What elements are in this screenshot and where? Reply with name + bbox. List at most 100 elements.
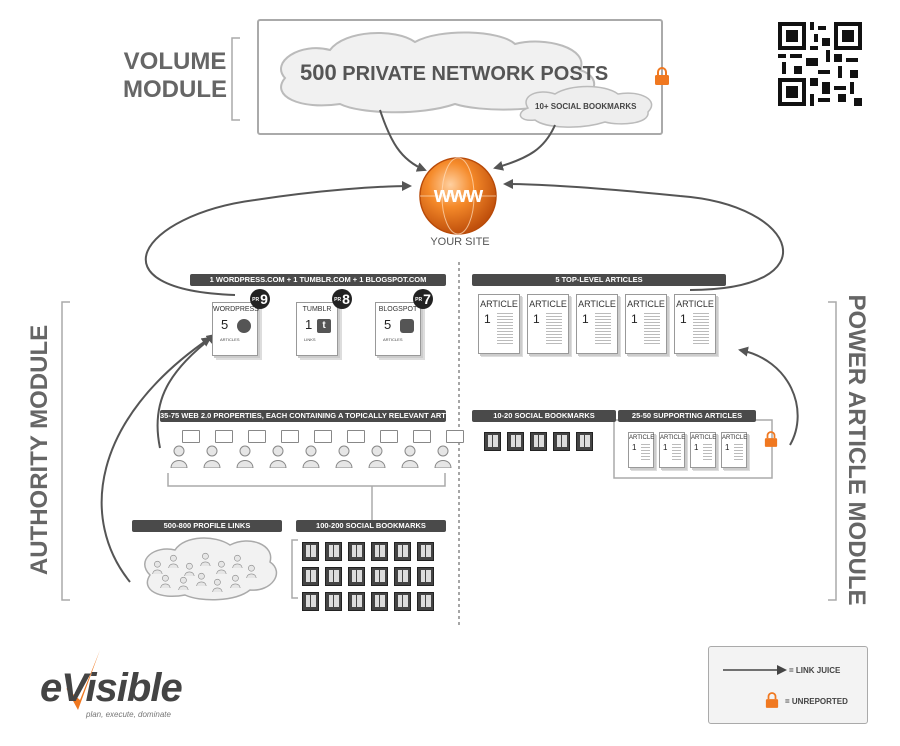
lock-icon — [765, 692, 779, 708]
person-icon — [212, 578, 223, 593]
bookmark-icon — [417, 567, 434, 586]
legend-box: = LINK JUICE = UNREPORTED — [708, 646, 868, 724]
article-number: 1 — [484, 312, 491, 326]
article-icon: ARTICLE 1 — [478, 294, 520, 354]
power-article-module-title: POWER ARTICLE MODULE — [843, 294, 870, 606]
private-network-cloud — [280, 31, 596, 114]
article-number: 1 — [631, 312, 638, 326]
bookmark-icon — [325, 542, 342, 561]
person-icon — [368, 444, 386, 469]
article-icon: ARTICLE 1 — [721, 432, 747, 468]
article-number: 1 — [632, 443, 637, 452]
person-icon — [246, 564, 257, 579]
authority-module-title: AUTHORITY MODULE — [26, 324, 53, 576]
profile-links-cloud — [144, 537, 278, 601]
volume-bookmarks-label: 10+ SOCIAL BOOKMARKS — [535, 102, 637, 111]
bookmark-icon — [507, 432, 524, 451]
speech-bubble-icon — [182, 430, 200, 443]
speech-bubble-icon — [380, 430, 398, 443]
speech-bubble-icon — [215, 430, 233, 443]
property-count: 1 — [305, 317, 313, 332]
bookmark-icon — [576, 432, 593, 451]
article-icon: ARTICLE 1 — [674, 294, 716, 354]
person-icon — [269, 444, 287, 469]
volume-title-line2: MODULE — [123, 76, 227, 103]
bookmark-icon — [371, 542, 388, 561]
article-title: ARTICLE — [529, 299, 567, 309]
profile-people — [150, 552, 270, 593]
article-icon: ARTICLE 1 — [628, 432, 654, 468]
person-icon — [170, 444, 188, 469]
authority-bookmarks-grid — [302, 542, 442, 611]
article-title: ARTICLE — [627, 299, 665, 309]
wordpress-property: WORDPRESS 5 ARTICLES — [212, 302, 259, 356]
your-site-label: YOUR SITE — [430, 236, 490, 248]
web20-users — [170, 430, 464, 470]
pagerank-badge: PR7 — [413, 289, 433, 309]
article-icon: ARTICLE 1 — [625, 294, 667, 354]
property-name: TUMBLR — [302, 306, 332, 313]
bookmark-icon — [394, 567, 411, 586]
bookmark-icon — [325, 592, 342, 611]
property-name: BLOGSPOT — [378, 306, 418, 313]
bookmark-icon — [348, 592, 365, 611]
property-count: 5 — [384, 317, 392, 332]
article-title: ARTICLE — [691, 435, 717, 441]
article-title: ARTICLE — [676, 299, 714, 309]
person-icon — [216, 560, 227, 575]
web20-bar: 35-75 WEB 2.0 PROPERTIES, EACH CONTAININ… — [160, 410, 446, 422]
person-icon — [302, 444, 320, 469]
bookmark-icon — [302, 592, 319, 611]
power-bookmarks-row — [484, 432, 604, 452]
power-bookmarks-bar: 10-20 SOCIAL BOOKMARKS — [472, 410, 616, 422]
speech-bubble-icon — [281, 430, 299, 443]
article-number: 1 — [680, 312, 687, 326]
person-icon — [236, 444, 254, 469]
speech-bubble-icon — [446, 430, 464, 443]
bookmark-icon — [302, 567, 319, 586]
bookmark-icon — [394, 592, 411, 611]
article-title: ARTICLE — [480, 299, 518, 309]
article-title: ARTICLE — [629, 435, 655, 441]
article-title: ARTICLE — [660, 435, 686, 441]
authority-to-site-arrow — [144, 181, 412, 296]
volume-title-line1: VOLUME — [123, 48, 227, 75]
person-icon — [434, 444, 452, 469]
person-icon — [232, 554, 243, 569]
person-icon — [196, 572, 207, 587]
supporting-to-articles-arrow — [738, 346, 799, 446]
volume-module-title: VOLUME MODULE — [120, 48, 230, 104]
property-count-label: LINKS — [304, 337, 316, 342]
private-posts-label: 500 PRIVATE NETWORK POSTS — [300, 60, 608, 86]
blogspot-icon — [400, 319, 414, 333]
bookmark-icon — [348, 567, 365, 586]
person-icon — [335, 444, 353, 469]
article-number: 1 — [663, 443, 668, 452]
article-title: ARTICLE — [722, 435, 748, 441]
lock-icon — [764, 431, 778, 447]
article-icon: ARTICLE 1 — [659, 432, 685, 468]
brand-tagline: plan, execute, dominate — [86, 710, 171, 719]
bookmark-icon — [484, 432, 501, 451]
property-name: WORDPRESS — [213, 306, 259, 313]
profiles-to-properties-arrow — [100, 336, 212, 583]
posts-text: PRIVATE NETWORK POSTS — [342, 63, 609, 85]
arrow-icon — [723, 665, 787, 675]
person-icon — [178, 576, 189, 591]
article-number: 1 — [725, 443, 730, 452]
bookmark-icon — [417, 542, 434, 561]
tumblr-property: TUMBLR 1 t LINKS — [296, 302, 338, 356]
bookmark-icon — [371, 567, 388, 586]
qr-code-icon — [778, 22, 862, 106]
evisible-logo: eVisible plan, execute, dominate — [30, 648, 200, 728]
person-icon — [401, 444, 419, 469]
speech-bubble-icon — [248, 430, 266, 443]
bookmark-icon — [417, 592, 434, 611]
bookmark-icon — [325, 567, 342, 586]
person-icon — [203, 444, 221, 469]
